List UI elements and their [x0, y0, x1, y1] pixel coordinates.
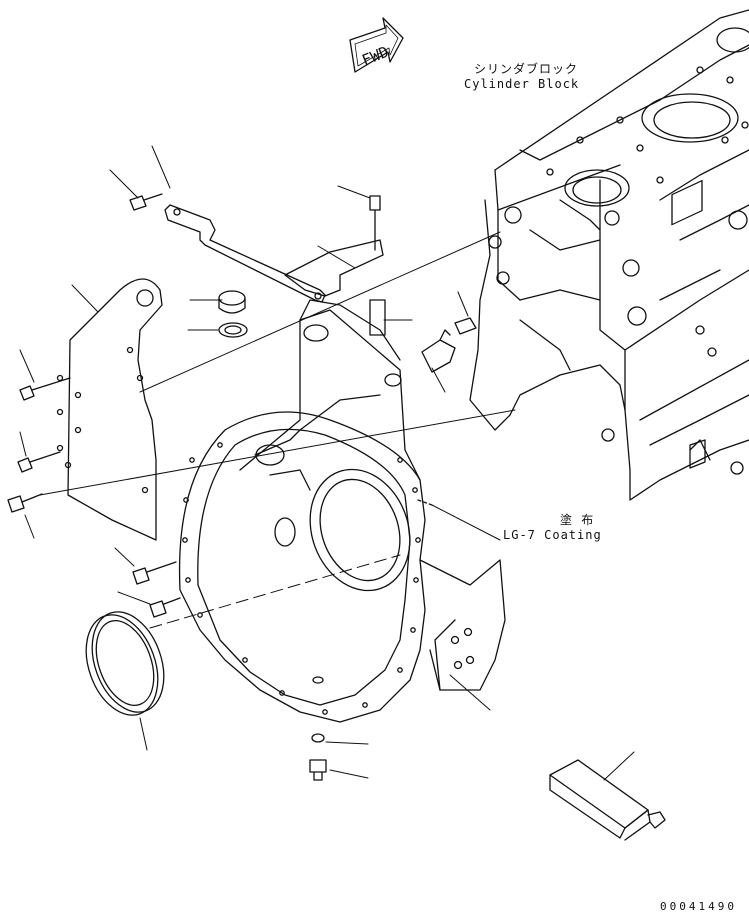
bent-bracket [164, 204, 326, 303]
flywheel-housing [178, 299, 506, 723]
fwd-arrow-text: FWD [359, 43, 391, 70]
cylinder-block-label-jp: シリンダブロック [474, 62, 579, 76]
cylinder-block-label-en: Cylinder Block [464, 77, 580, 91]
drawing-number: 00041490 [660, 900, 737, 913]
sensor-part [421, 317, 477, 373]
drain-plug [309, 676, 327, 781]
oil-seal [85, 611, 165, 716]
stud-parts [218, 195, 386, 338]
alignment-lines [39, 231, 516, 629]
coating-label-en: LG-7 Coating [503, 528, 602, 542]
cylinder-block [469, 9, 749, 501]
bolts-left [7, 193, 181, 618]
tool-part [549, 759, 666, 841]
leader-lines [19, 145, 635, 781]
coating-label-jp: 塗 布 [560, 513, 595, 527]
fwd-arrow: FWD [349, 17, 404, 73]
bracket-plate [56, 278, 163, 541]
